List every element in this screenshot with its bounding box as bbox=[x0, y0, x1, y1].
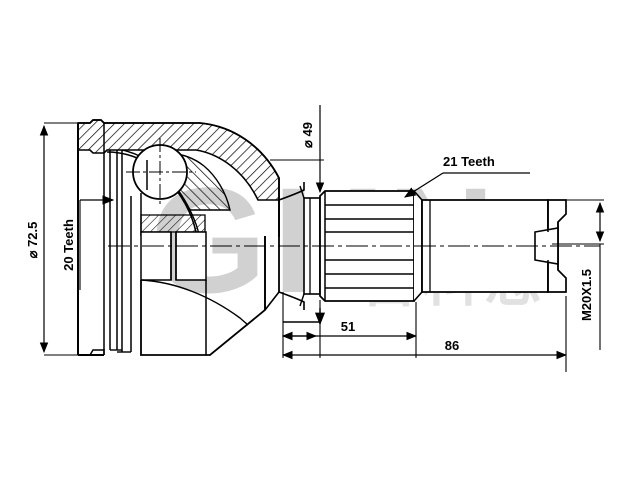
inner-race-lower-hatch bbox=[140, 214, 206, 233]
dimension-thread-m20 bbox=[552, 199, 605, 350]
dimension-length-51 bbox=[281, 292, 418, 358]
hub-spline-box-right bbox=[175, 231, 207, 281]
dim-label-thread-m20: M20X1.5 bbox=[579, 269, 594, 321]
neck-upper-transition bbox=[278, 182, 305, 201]
dimension-length-86 bbox=[281, 296, 568, 372]
cv-joint-geometry bbox=[77, 119, 600, 356]
hub-spline-box-left bbox=[140, 231, 172, 281]
dim-label-outer-diameter: ⌀ 72.5 bbox=[25, 222, 40, 259]
housing-lower-curve bbox=[140, 279, 249, 326]
housing-chamfer bbox=[264, 291, 280, 311]
dim-label-length-86: 86 bbox=[445, 338, 459, 353]
leader-21-teeth-diagonal bbox=[404, 172, 444, 198]
dim-label-length-51: 51 bbox=[341, 319, 355, 334]
neck-lower-transition bbox=[278, 291, 305, 310]
dimension-bore-diameter bbox=[270, 105, 325, 194]
dimension-21-teeth bbox=[404, 172, 530, 198]
dim-label-bore-diameter: ⌀ 49 bbox=[300, 122, 315, 148]
dim-label-20-teeth: 20 Teeth bbox=[61, 219, 76, 271]
dimension-20-teeth bbox=[79, 195, 115, 290]
collar-lead-up bbox=[299, 185, 305, 199]
collar-lead-dn bbox=[299, 293, 305, 307]
dim-label-21-teeth: 21 Teeth bbox=[443, 154, 495, 169]
dimension-outer-diameter bbox=[39, 122, 82, 356]
